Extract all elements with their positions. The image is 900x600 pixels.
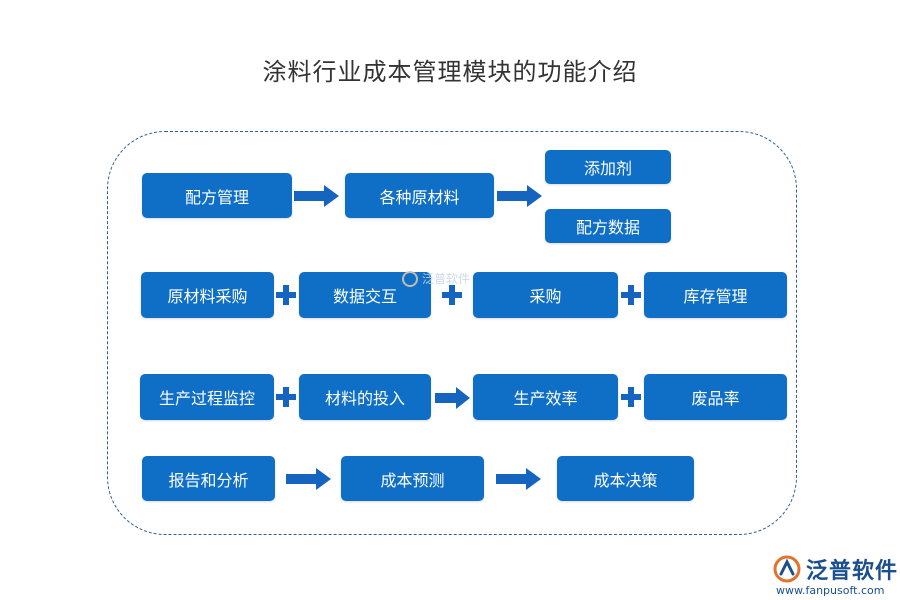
node-feipinlv: 废品率 [644,374,787,420]
arrow-right-icon [286,468,331,490]
node-shuju-jiaohu: 数据交互 [299,272,431,318]
brand-url: www.fanpusoft.com [776,584,885,597]
plus-icon [442,285,462,305]
plus-icon [621,285,641,305]
dashed-frame [107,131,797,535]
node-yuancailiao-caigou: 原材料采购 [141,272,274,318]
node-chengben-juece: 成本决策 [557,456,694,501]
node-gezhong-yuancailiao: 各种原材料 [345,173,494,218]
node-caigou: 采购 [473,272,618,318]
watermark-text: 泛普软件 [422,272,471,286]
node-tianjiaji: 添加剂 [545,150,671,184]
arrow-right-icon [435,387,470,409]
arrow-right-icon [496,468,541,490]
fanpu-logo-icon [773,555,801,583]
node-peifang-shuju: 配方数据 [545,209,671,243]
brand-name: 泛普软件 [806,559,899,584]
plus-icon [276,387,296,407]
plus-icon [621,387,641,407]
node-chengben-yuce: 成本预测 [341,456,484,501]
node-cailiao-de-touru: 材料的投入 [299,374,431,420]
node-peifang-guanli: 配方管理 [142,173,292,218]
node-shengchan-xiaolv: 生产效率 [473,374,618,420]
node-shengchan-guocheng-jiankong: 生产过程监控 [140,374,274,420]
node-baogao-he-fenxi: 报告和分析 [142,456,275,501]
diagram-title: 涂料行业成本管理模块的功能介绍 [262,58,638,86]
watermark-logo-icon [402,270,418,287]
arrow-right-icon [497,185,542,207]
brand-logo: 泛普软件 [772,553,898,585]
arrow-right-icon [294,185,339,207]
watermark: 泛普软件 [402,270,470,287]
node-kucun-guanli: 库存管理 [644,272,787,318]
plus-icon [276,285,296,305]
